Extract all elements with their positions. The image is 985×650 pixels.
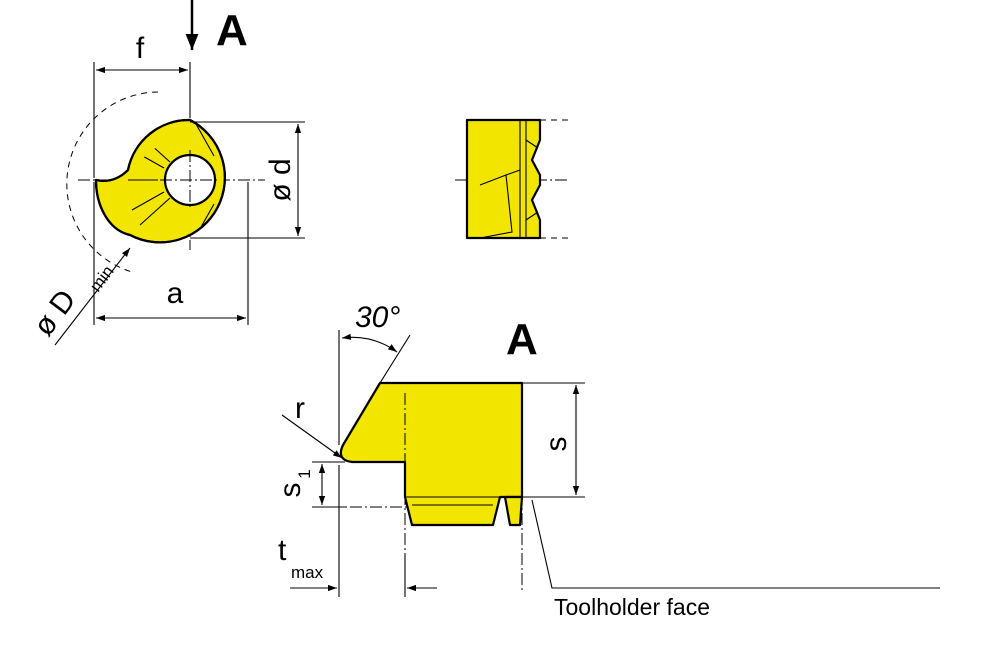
toolholder-face-caption: Toolholder face: [554, 594, 710, 620]
view-a-marker-top: A: [216, 6, 248, 55]
s1-subscript: 1: [295, 469, 314, 478]
d-min-subscript: min: [86, 262, 118, 295]
d-label: ø d: [264, 158, 297, 201]
d-min-label: ø D: [27, 284, 82, 342]
angle-label: 30°: [355, 301, 400, 334]
tmax-label: t: [278, 534, 287, 567]
insert-side-body: [465, 118, 542, 240]
insert-detail-foot: [503, 495, 524, 527]
f-label: f: [136, 32, 145, 65]
r-label: r: [295, 392, 305, 425]
detail-a-view: A 30° r s s 1 t max: [274, 301, 940, 620]
a-label: a: [167, 277, 184, 310]
top-view: f ø d a ø D min A: [27, 0, 305, 346]
view-a-marker-detail: A: [506, 315, 538, 364]
angle-arc: [341, 333, 398, 353]
r-leader: [281, 414, 343, 459]
s1-label: s: [274, 483, 307, 498]
insert-detail-body: [339, 381, 524, 527]
d-min-leader: [54, 247, 131, 346]
side-view: [455, 118, 570, 240]
tmax-subscript: max: [291, 563, 324, 582]
s-label: s: [540, 437, 573, 452]
min-diameter-arc: [66, 91, 159, 273]
toolholder-face-leader: [531, 499, 940, 589]
